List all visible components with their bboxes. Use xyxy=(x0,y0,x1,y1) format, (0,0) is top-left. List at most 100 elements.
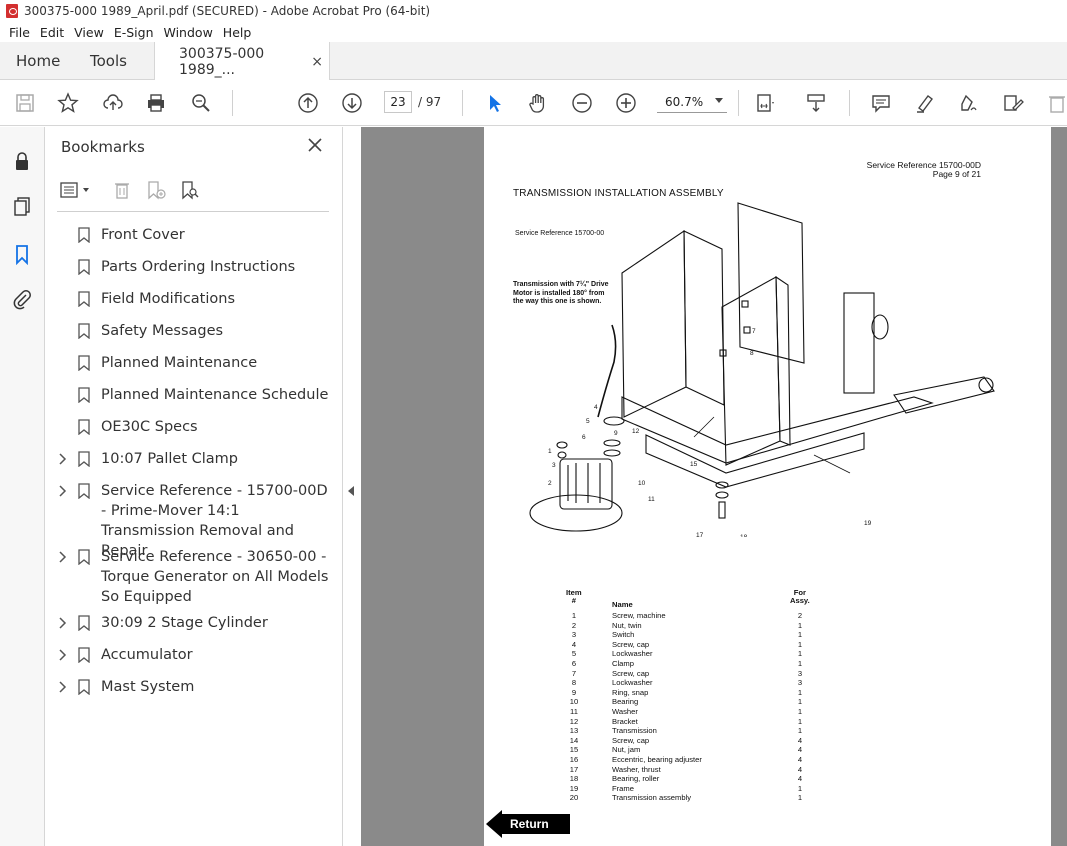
zoom-out-icon[interactable] xyxy=(569,90,595,116)
diagram-reference: Service Reference 15700-00 xyxy=(515,230,605,237)
part-name: Frame xyxy=(612,783,634,793)
bookmark-icon xyxy=(78,355,90,371)
callout-4: 4 xyxy=(594,404,598,411)
menu-esign[interactable]: E-Sign xyxy=(113,24,154,40)
save-icon[interactable] xyxy=(12,90,38,116)
bookmark-icon xyxy=(78,419,90,435)
edit-icon[interactable] xyxy=(1000,90,1026,116)
part-name: Bearing xyxy=(612,697,639,707)
part-quantity: 1 xyxy=(797,793,803,803)
zoom-level-select[interactable]: 60.7% xyxy=(657,91,727,113)
part-quantity: 1 xyxy=(797,620,803,630)
chevron-right-icon[interactable] xyxy=(58,550,68,564)
bookmark-label: Field Modifications xyxy=(101,291,236,307)
menu-help[interactable]: Help xyxy=(222,24,252,40)
find-bookmark-icon[interactable] xyxy=(177,177,203,203)
part-number: 15 xyxy=(569,745,579,755)
highlight-icon[interactable] xyxy=(912,90,938,116)
part-number: 18 xyxy=(569,774,579,784)
part-number: 19 xyxy=(569,783,579,793)
select-cursor-icon[interactable] xyxy=(482,90,508,116)
bookmark-panel-icon[interactable] xyxy=(10,242,34,266)
drawing-base-frame xyxy=(621,396,934,464)
bookmark-label: Safety Messages xyxy=(101,323,224,339)
page-up-icon[interactable] xyxy=(295,90,321,116)
tab-tools[interactable]: Tools xyxy=(90,51,127,70)
chevron-right-icon[interactable] xyxy=(58,616,68,630)
print-icon[interactable] xyxy=(143,90,169,116)
bookmark-icon xyxy=(78,483,90,499)
page-total: / 97 xyxy=(418,95,442,109)
zoom-level-value: 60.7% xyxy=(665,94,704,109)
bookmark-icon xyxy=(78,323,90,339)
menu-window[interactable]: Window xyxy=(163,24,213,40)
close-icon[interactable] xyxy=(305,135,325,155)
menu-edit[interactable]: Edit xyxy=(39,24,65,40)
part-name: Lockwasher xyxy=(612,649,653,659)
bookmarks-divider xyxy=(57,211,329,212)
bookmark-label: Accumulator xyxy=(101,647,193,663)
bookmark-options-menu[interactable] xyxy=(59,177,95,203)
parts-header-item-label: Item xyxy=(566,588,582,597)
page-down-icon[interactable] xyxy=(339,90,365,116)
drawing-right-wall xyxy=(721,276,781,466)
delete-bookmark-icon[interactable] xyxy=(109,177,135,203)
document-viewport[interactable]: Service Reference 15700-00D Page 9 of 21… xyxy=(361,127,1067,846)
return-button[interactable]: Return xyxy=(486,810,570,838)
sign-icon[interactable] xyxy=(956,90,982,116)
bookmark-icon xyxy=(78,679,90,695)
lock-icon[interactable] xyxy=(10,149,34,173)
comment-icon[interactable] xyxy=(868,90,894,116)
tab-document-label: 300375-000 1989_... xyxy=(179,45,265,78)
tab-close-icon[interactable]: × xyxy=(311,53,323,70)
menu-file[interactable]: File xyxy=(9,24,30,40)
chevron-right-icon[interactable] xyxy=(58,680,68,694)
drawing-back-panel xyxy=(737,202,805,364)
collapse-panel-icon[interactable] xyxy=(348,486,354,496)
part-number: 13 xyxy=(569,726,579,736)
callout-12: 12 xyxy=(632,428,640,435)
bookmark-label: 10:07 Pallet Clamp xyxy=(101,451,239,467)
new-bookmark-icon[interactable] xyxy=(143,177,169,203)
pdf-file-icon xyxy=(6,4,18,18)
parts-header-assy: For Assy. xyxy=(790,589,810,605)
part-name: Clamp xyxy=(612,659,634,668)
callout-9: 9 xyxy=(614,430,618,437)
bookmark-icon xyxy=(78,549,90,565)
callout-1: 1 xyxy=(548,448,552,455)
zoom-in-icon[interactable] xyxy=(613,90,639,116)
callout-19: 19 xyxy=(864,520,872,527)
tab-document[interactable]: 300375-000 1989_... × xyxy=(154,42,330,81)
chevron-right-icon[interactable] xyxy=(58,452,68,466)
delete-icon[interactable] xyxy=(1044,90,1067,116)
attachment-icon[interactable] xyxy=(10,287,34,311)
menu-view[interactable]: View xyxy=(74,24,104,40)
page-number-input[interactable]: 23 xyxy=(384,91,412,113)
search-zoom-icon[interactable] xyxy=(188,90,214,116)
fit-page-icon[interactable] xyxy=(752,90,778,116)
bookmark-icon xyxy=(78,227,90,243)
part-name: Nut, jam xyxy=(612,745,641,755)
chevron-right-icon[interactable] xyxy=(58,648,68,662)
part-number: 3 xyxy=(571,630,577,640)
tab-home[interactable]: Home xyxy=(16,51,61,70)
scroll-mode-icon[interactable] xyxy=(803,90,829,116)
toolbar-divider xyxy=(849,90,850,116)
part-number: 10 xyxy=(569,697,579,707)
star-icon[interactable] xyxy=(55,90,81,116)
chevron-right-icon[interactable] xyxy=(58,484,68,498)
part-number: 4 xyxy=(571,639,577,649)
callout-8: 8 xyxy=(750,350,754,357)
hand-icon[interactable] xyxy=(525,90,551,116)
upload-icon[interactable] xyxy=(100,90,126,116)
part-name: Screw, cap xyxy=(612,639,650,649)
pages-icon[interactable] xyxy=(10,194,34,218)
